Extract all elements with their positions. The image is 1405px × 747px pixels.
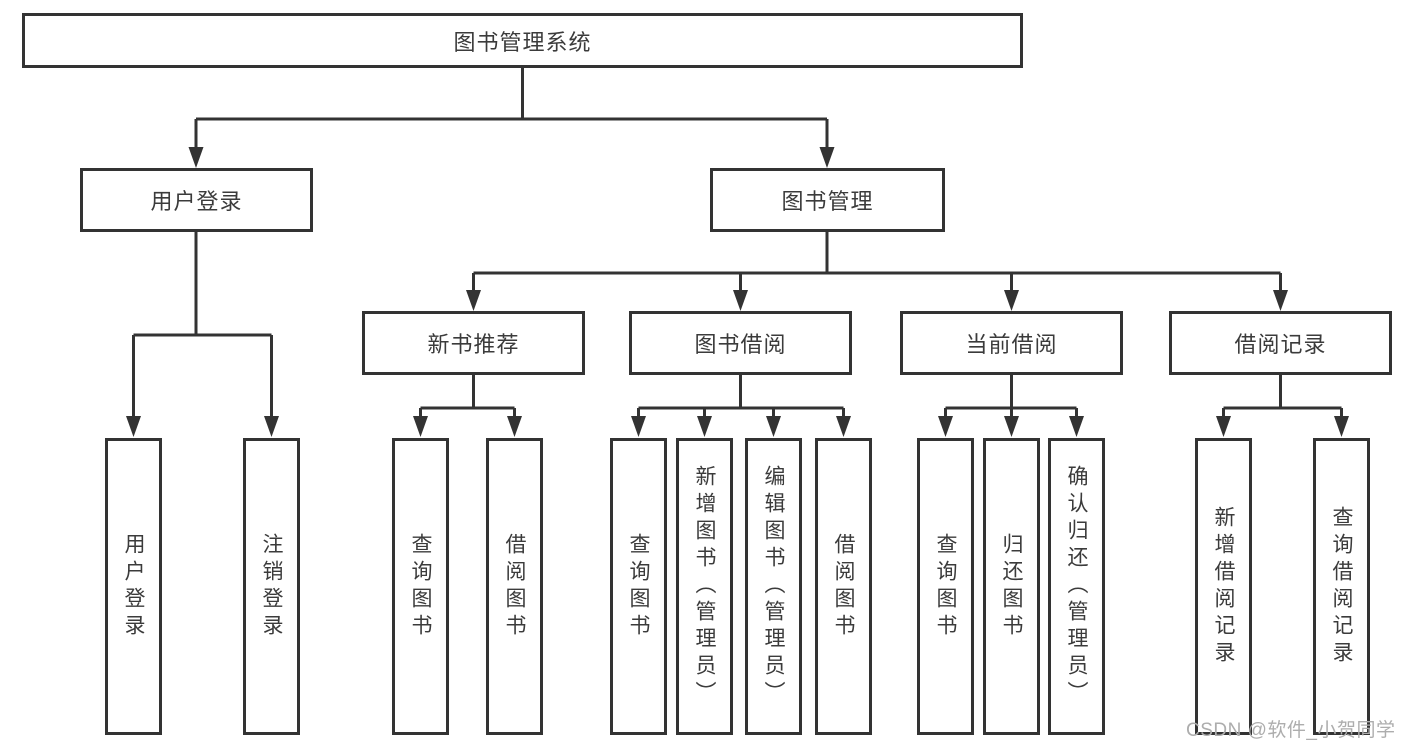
node-new-book-recommend: 新书推荐 — [362, 311, 585, 375]
leaf-logout: 注销登录 — [243, 438, 300, 735]
leaf-query-books-borrow: 查询图书 — [610, 438, 667, 735]
leaf-query-books-recommend: 查询图书 — [392, 438, 449, 735]
leaf-confirm-return-admin: 确认归还（管理员） — [1048, 438, 1105, 735]
csdn-watermark: CSDN @软件_小贺同学 — [1186, 720, 1396, 741]
connector-lines — [132, 68, 1343, 418]
leaf-borrow-books-recommend: 借阅图书 — [486, 438, 543, 735]
leaf-edit-books-admin: 编辑图书（管理员） — [745, 438, 802, 735]
leaf-add-books-admin: 新增图书（管理员） — [676, 438, 733, 735]
node-book-borrow: 图书借阅 — [629, 311, 852, 375]
leaf-borrow-books: 借阅图书 — [815, 438, 872, 735]
node-borrow-records: 借阅记录 — [1169, 311, 1392, 375]
leaf-query-borrow-record: 查询借阅记录 — [1313, 438, 1370, 735]
node-book-management: 图书管理 — [710, 168, 945, 232]
arrowhead-icons — [126, 147, 1349, 437]
leaf-user-login: 用户登录 — [105, 438, 162, 735]
leaf-add-borrow-record: 新增借阅记录 — [1195, 438, 1252, 735]
node-user-login: 用户登录 — [80, 168, 313, 232]
node-current-borrow: 当前借阅 — [900, 311, 1123, 375]
leaf-query-books-current: 查询图书 — [917, 438, 974, 735]
node-root-system: 图书管理系统 — [22, 13, 1023, 68]
leaf-return-books: 归还图书 — [983, 438, 1040, 735]
